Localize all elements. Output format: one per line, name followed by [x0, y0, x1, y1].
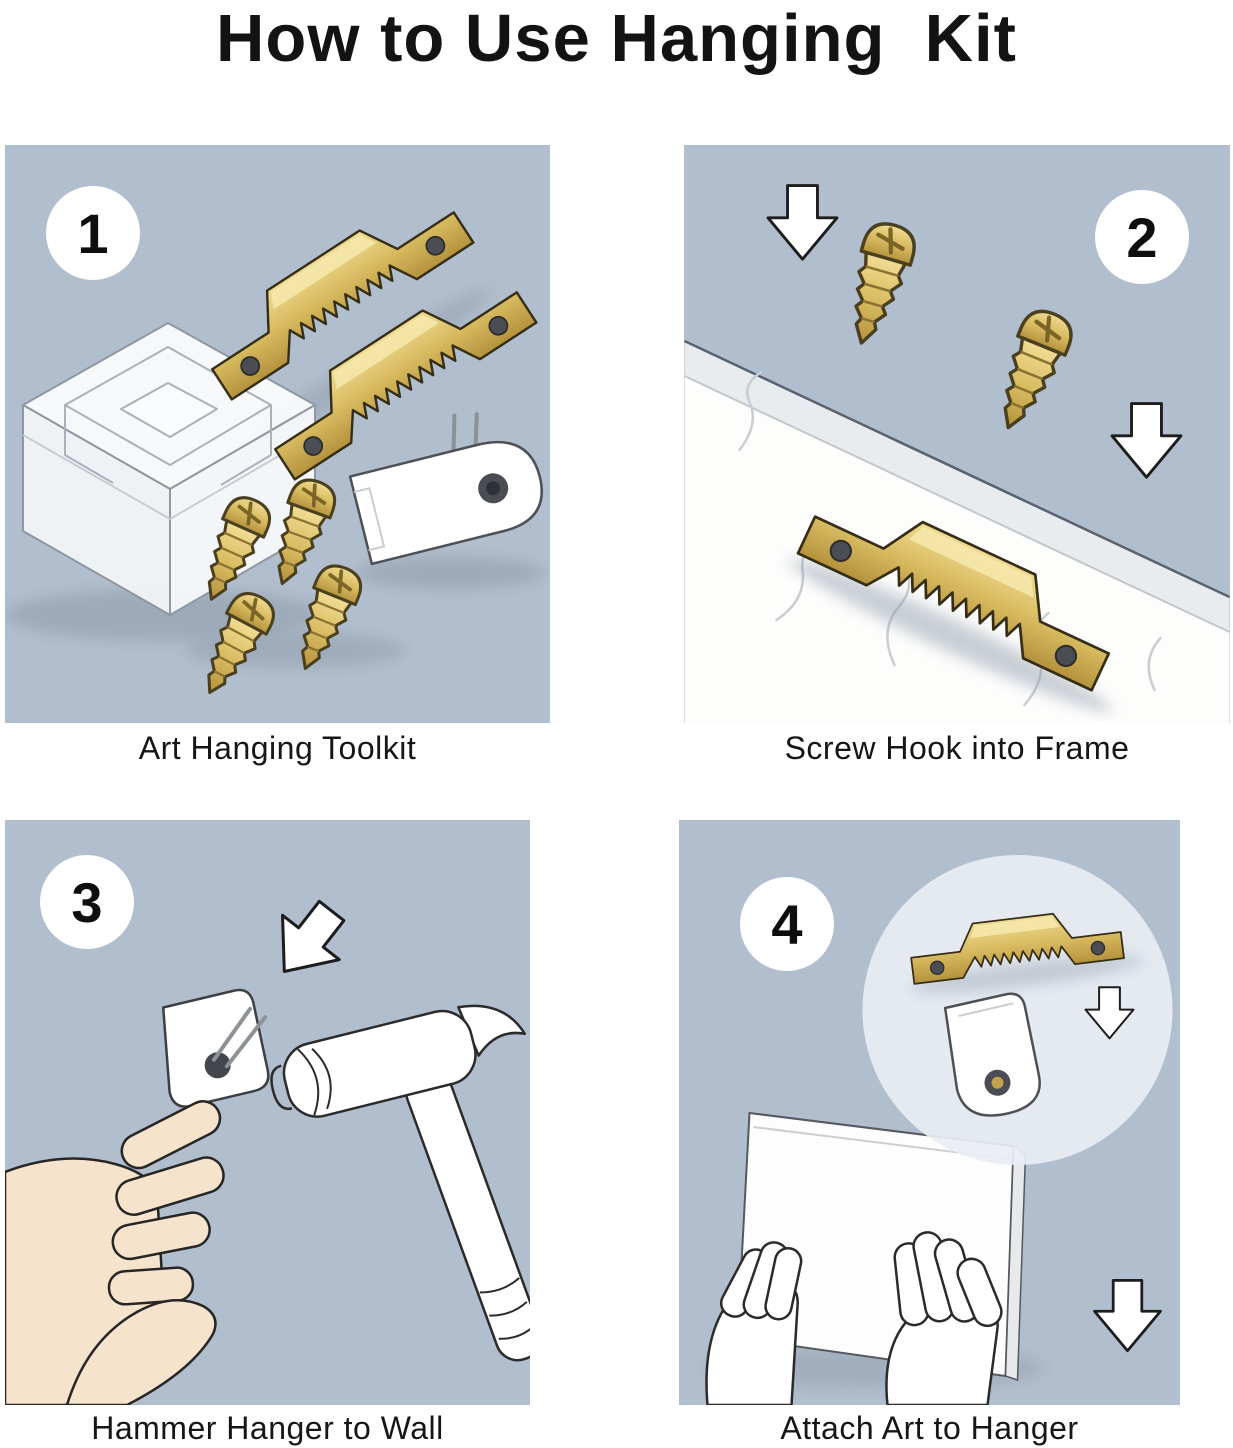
wall-hook-zoom — [943, 992, 1041, 1117]
panel-step-3: 3 — [5, 820, 530, 1405]
caption-step-2: Screw Hook into Frame — [784, 730, 1130, 766]
wall-hanger — [161, 988, 270, 1108]
nail-hook — [348, 412, 543, 566]
frame-board — [684, 339, 1230, 723]
step-2-badge: 2 — [1095, 190, 1189, 284]
illustration-step-1 — [5, 180, 545, 705]
step-4-badge: 4 — [740, 877, 834, 971]
down-arrow-icon — [1093, 1279, 1162, 1353]
caption-step-1: Art Hanging Toolkit — [138, 730, 417, 766]
down-arrow-icon — [254, 887, 362, 996]
gold-screw-icon — [837, 218, 920, 350]
down-arrow-icon — [766, 184, 839, 261]
page-title: How to Use Hanging Kit — [216, 1, 1017, 76]
right-hand — [885, 1231, 1003, 1405]
step-3-badge: 3 — [40, 855, 134, 949]
illustration-step-3 — [5, 887, 530, 1405]
step-1-badge: 1 — [46, 186, 140, 280]
left-hand — [705, 1241, 803, 1405]
panel-step-2: 2 — [684, 145, 1230, 723]
illustration-step-2 — [684, 184, 1230, 723]
step-1-number: 1 — [77, 201, 109, 265]
panel-step-1: 1 — [5, 145, 550, 723]
caption-step-3: Hammer Hanger to Wall — [91, 1410, 444, 1446]
illustration-step-4 — [704, 855, 1173, 1405]
hand — [5, 1100, 225, 1405]
step-2-number: 2 — [1126, 205, 1158, 269]
gold-screw-icon — [985, 305, 1078, 438]
step-3-number: 3 — [71, 870, 103, 934]
down-arrow-icon — [1110, 402, 1183, 479]
caption-step-4: Attach Art to Hanger — [780, 1410, 1079, 1446]
step-4-number: 4 — [771, 892, 803, 956]
hammer — [270, 1004, 530, 1362]
panel-step-4: 4 — [679, 820, 1180, 1405]
